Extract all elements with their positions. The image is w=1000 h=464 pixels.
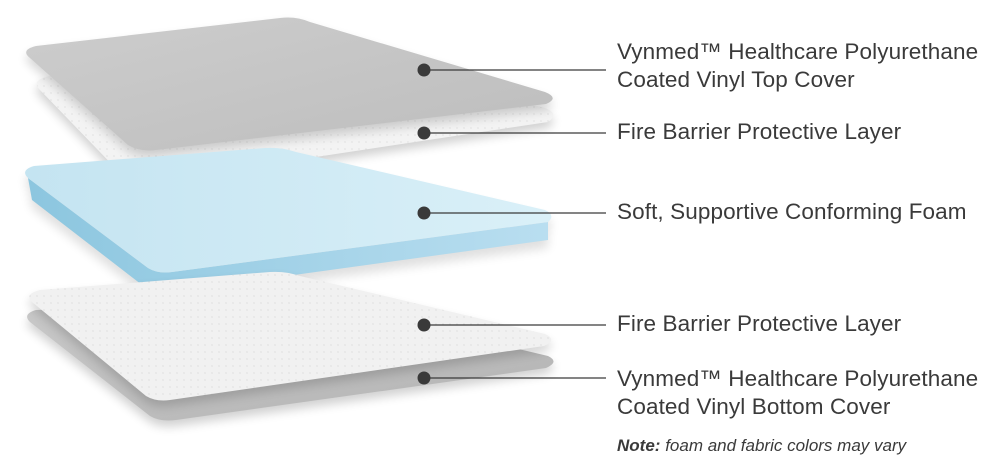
color-note: Note: foam and fabric colors may vary xyxy=(617,436,906,456)
label-top-cover: Vynmed™ Healthcare Polyurethane Coated V… xyxy=(617,38,978,94)
note-text: foam and fabric colors may vary xyxy=(665,436,907,455)
label-bottom-cover-line2: Coated Vinyl Bottom Cover xyxy=(617,394,891,419)
label-fire-barrier-bottom: Fire Barrier Protective Layer xyxy=(617,310,901,338)
note-prefix: Note: xyxy=(617,436,661,455)
label-fire-barrier-bottom-line1: Fire Barrier Protective Layer xyxy=(617,311,902,336)
label-foam-line1: Soft, Supportive Conforming Foam xyxy=(617,199,967,224)
label-fire-barrier-top: Fire Barrier Protective Layer xyxy=(617,118,901,146)
callout-fire-barrier-top xyxy=(417,126,606,140)
label-foam: Soft, Supportive Conforming Foam xyxy=(617,198,967,226)
callout-bottom-cover xyxy=(417,371,606,385)
fire-barrier-bottom-layer xyxy=(29,271,552,407)
label-bottom-cover: Vynmed™ Healthcare Polyurethane Coated V… xyxy=(617,365,978,421)
top-cover-layer xyxy=(26,17,553,157)
label-top-cover-line1: Vynmed™ Healthcare Polyurethane xyxy=(617,39,979,64)
label-top-cover-line2: Coated Vinyl Top Cover xyxy=(617,67,855,92)
callout-fire-barrier-bottom xyxy=(417,318,606,332)
foam-layer xyxy=(25,147,552,301)
callout-top-cover xyxy=(417,63,606,77)
label-bottom-cover-line1: Vynmed™ Healthcare Polyurethane xyxy=(617,366,979,391)
callout-foam xyxy=(417,206,606,220)
label-fire-barrier-top-line1: Fire Barrier Protective Layer xyxy=(617,119,902,144)
